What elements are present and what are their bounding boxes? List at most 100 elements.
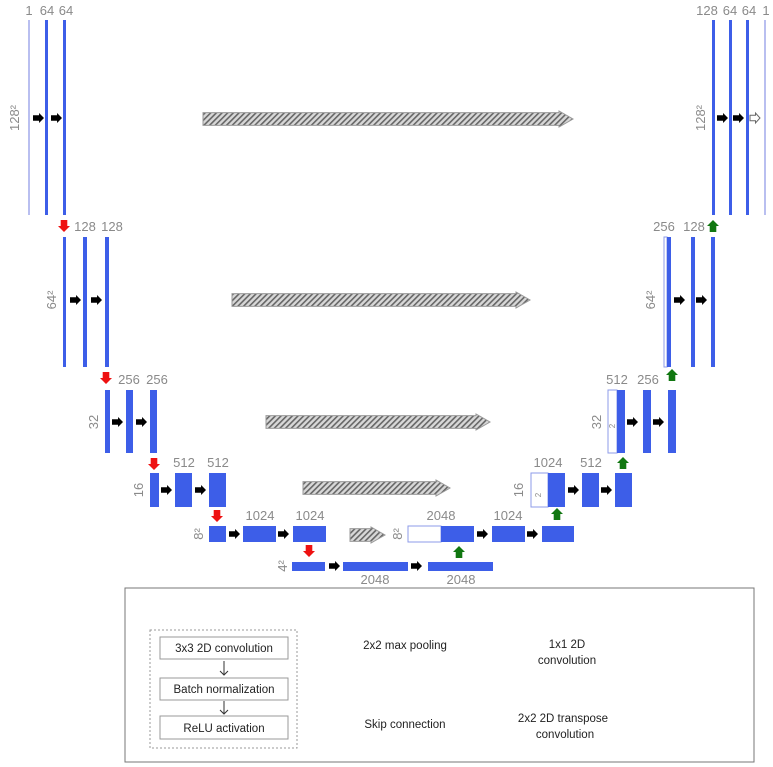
channel-label: 64 — [40, 3, 54, 18]
legend-relu-step: ReLU activation — [183, 723, 264, 735]
conv-arrow-icon — [696, 295, 707, 305]
legend-batchnorm-step: Batch normalization — [174, 684, 275, 696]
feature-map — [243, 526, 276, 542]
size-label: 64² — [643, 290, 658, 309]
encoder-level-2: 128 128 64² — [44, 219, 123, 367]
feature-map — [150, 473, 159, 507]
channel-label: 1 — [762, 3, 769, 18]
channel-label: 256 — [637, 372, 659, 387]
skip-connection-arrow-icon — [231, 291, 532, 309]
upconv-arrow-icon — [551, 508, 563, 520]
conv-arrow-icon — [91, 295, 102, 305]
encoder-level-1: 1 64 64 128² — [7, 3, 73, 215]
channel-label: 512 — [606, 372, 628, 387]
channel-label: 512 — [173, 455, 195, 470]
conv-arrow-icon — [278, 529, 289, 539]
conv-arrow-icon — [717, 113, 728, 123]
feature-map — [712, 20, 715, 215]
conv-arrow-icon — [329, 561, 340, 571]
upconv-arrow-icon — [453, 546, 465, 558]
max-pool-arrow-icon — [303, 545, 315, 557]
feature-map — [548, 473, 565, 507]
feature-map — [691, 237, 695, 367]
batchnorm-step-box — [159, 677, 289, 701]
channel-label: 1024 — [296, 508, 325, 523]
conv1x1-arrow-icon — [749, 111, 761, 125]
feature-map — [105, 237, 109, 367]
decoder-level-3: 512 256 32 2 — [589, 372, 676, 454]
encoder-level-3: 256 256 32 — [86, 372, 168, 453]
size-label: 16 — [511, 483, 526, 497]
channel-label: 1024 — [534, 455, 563, 470]
channel-label: 256 — [146, 372, 168, 387]
legend-1x1-conv-2: convolution — [538, 655, 596, 667]
decoder-level-4: 1024 512 16 2 — [511, 455, 632, 508]
conv-arrow-icon — [674, 295, 685, 305]
feature-map — [209, 473, 226, 507]
conv-arrow-icon — [229, 529, 240, 539]
encoder-level-5: 1024 1024 8² — [191, 508, 326, 542]
size-label: 8² — [191, 528, 206, 540]
conv-arrow-icon — [601, 485, 612, 495]
channel-label: 256 — [118, 372, 140, 387]
max-pool-arrow-icon — [58, 220, 70, 232]
max-pool-arrow-icon — [148, 458, 160, 470]
feature-map — [582, 473, 599, 507]
channel-label: 64 — [742, 3, 756, 18]
legend-conv-step: 3x3 2D convolution — [175, 643, 273, 655]
channel-label: 128 — [74, 219, 96, 234]
conv-arrow-icon — [112, 417, 123, 427]
skip-connection-arrow-icon — [265, 413, 492, 431]
bottleneck: 4² 2048 2048 — [275, 560, 493, 587]
feature-map — [492, 526, 525, 542]
conv-arrow-icon — [136, 417, 147, 427]
conv-step-box — [159, 636, 289, 660]
conv-block-group — [149, 629, 298, 749]
skip-copy-map — [407, 525, 442, 543]
concat-mark: 2 — [608, 423, 617, 428]
feature-map — [63, 20, 66, 215]
conv-arrow-icon — [627, 417, 638, 427]
feature-map — [615, 473, 632, 507]
relu-step-box — [159, 715, 289, 740]
max-pool-arrow-icon — [100, 372, 112, 384]
feature-map — [746, 20, 749, 215]
feature-map — [441, 526, 474, 542]
feature-map — [292, 562, 325, 571]
legend-max-pooling: 2x2 max pooling — [363, 640, 447, 652]
conv-arrow-icon — [477, 529, 488, 539]
legend-1x1-conv: 1x1 2D — [549, 639, 585, 651]
feature-map — [711, 237, 715, 367]
feature-map — [293, 526, 326, 542]
feature-map — [428, 562, 493, 571]
size-label: 128² — [7, 104, 22, 131]
concat-mark: 2 — [534, 492, 543, 497]
conv-arrow-icon — [527, 529, 538, 539]
max-pool-arrow-icon — [211, 510, 223, 522]
upconv-arrow-icon — [617, 457, 629, 469]
feature-map — [343, 562, 408, 571]
legend-skip-connection: Skip connection — [364, 719, 445, 731]
channel-label: 64 — [723, 3, 737, 18]
decoder-level-2: 256 128 64² — [643, 219, 715, 368]
feature-map — [126, 390, 133, 453]
skip-copy-map — [607, 389, 618, 454]
feature-map — [105, 390, 110, 453]
feature-map — [45, 20, 48, 215]
size-label: 32 — [589, 415, 604, 429]
conv-arrow-icon — [51, 113, 62, 123]
feature-map — [542, 526, 574, 542]
channel-label: 128 — [696, 3, 718, 18]
size-label: 32 — [86, 415, 101, 429]
size-label: 16 — [131, 483, 146, 497]
feature-map — [729, 20, 732, 215]
skip-copy-map — [663, 236, 668, 368]
conv-arrow-icon — [568, 485, 579, 495]
skip-copy-map — [530, 472, 549, 508]
upconv-arrow-icon — [666, 369, 678, 381]
conv-arrow-icon — [33, 113, 44, 123]
conv-arrow-icon — [411, 561, 422, 571]
channel-label: 1024 — [246, 508, 275, 523]
channel-label: 128 — [683, 219, 705, 234]
